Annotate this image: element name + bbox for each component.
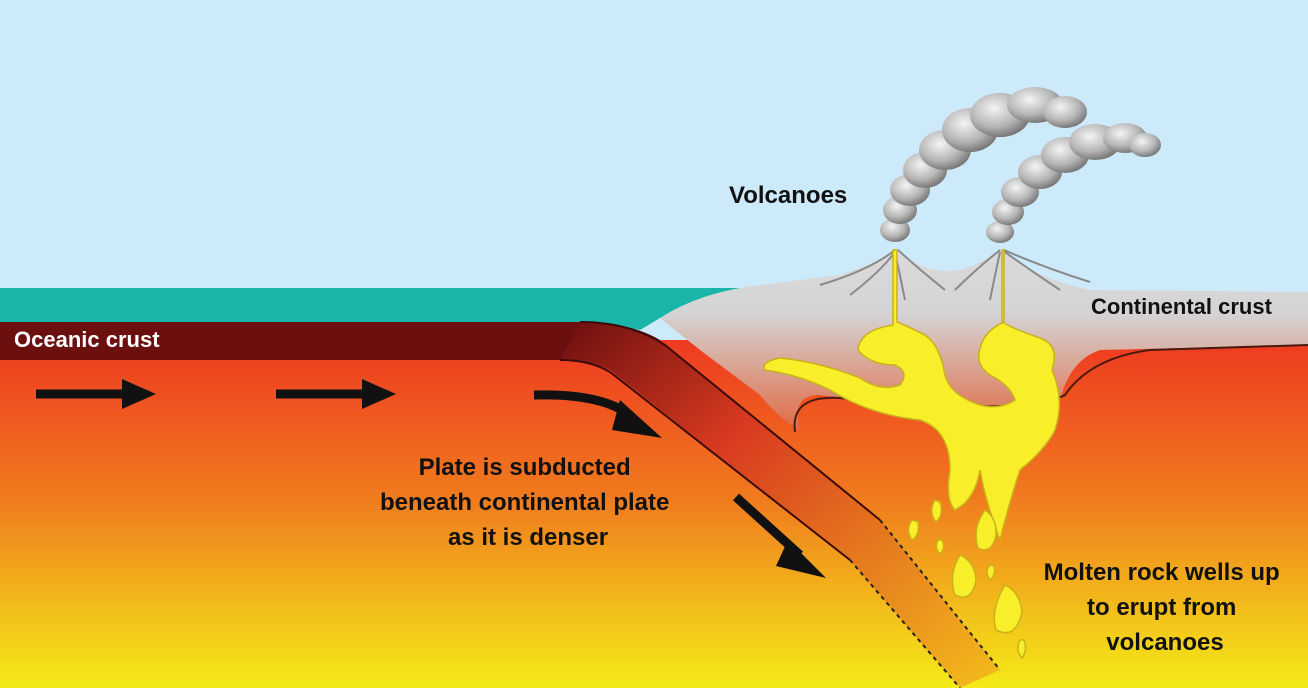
smoke-plume-right: [986, 123, 1161, 243]
label-oceanic-crust: Oceanic crust: [14, 327, 160, 352]
flow-arrow-curved: [533, 390, 662, 438]
magma-blobs: [907, 499, 1027, 660]
magma-chamber: [763, 249, 1061, 543]
label-subduction: Plate is subducted beneath continental p…: [380, 454, 676, 551]
label-molten-rock-line-3: volcanoes: [1106, 629, 1223, 656]
label-subduction-line-1: Plate is subducted: [419, 454, 631, 481]
flow-arrow-down: [732, 493, 826, 578]
smoke-plume-left: [880, 87, 1087, 242]
oceanic-crust-plate: [0, 322, 660, 360]
label-molten-rock: Molten rock wells up to erupt from volca…: [1044, 559, 1287, 656]
label-continental-crust: Continental crust: [1091, 294, 1273, 319]
flow-arrows: [36, 379, 826, 578]
label-subduction-line-2: beneath continental plate: [380, 489, 669, 516]
flow-arrow-2: [276, 379, 396, 409]
slab-top-dotted: [879, 519, 1001, 671]
flow-arrow-1: [36, 379, 156, 409]
label-volcanoes: Volcanoes: [729, 182, 847, 209]
label-molten-rock-line-2: to erupt from: [1087, 594, 1236, 621]
slab-top-edge: [579, 321, 881, 521]
subducting-slab: [560, 322, 1000, 688]
label-subduction-line-3: as it is denser: [448, 524, 608, 551]
slab-bottom-edge: [559, 359, 851, 561]
label-molten-rock-line-1: Molten rock wells up: [1044, 559, 1280, 586]
ocean: [0, 288, 740, 330]
